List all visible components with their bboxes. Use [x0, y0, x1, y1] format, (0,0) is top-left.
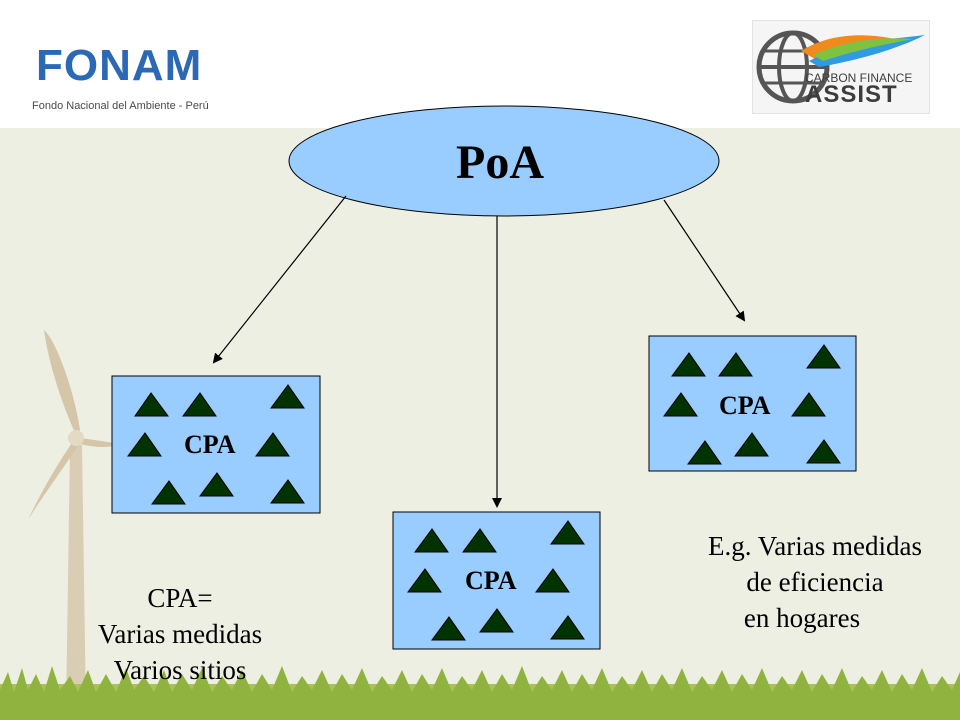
globe-icon	[756, 30, 925, 104]
fonam-logo-subtitle: Fondo Nacional del Ambiente - Perú	[32, 100, 209, 112]
poa-label: PoA	[456, 136, 544, 189]
note-right-line2: de eficiencia	[746, 567, 884, 597]
cfa-logo-line1: CARBON FINANCE	[805, 71, 913, 85]
note-left-line3: Varios sitios	[113, 655, 247, 685]
site-triangle	[270, 479, 305, 504]
site-triangle	[151, 480, 186, 505]
note-right-line1: E.g. Varias medidas	[708, 531, 922, 561]
site-triangle	[535, 568, 570, 593]
arrow-to-right-cpa	[663, 199, 746, 322]
note-left-line1: CPA=	[147, 583, 213, 613]
site-triangle	[270, 384, 305, 409]
site-triangle	[687, 440, 722, 465]
site-triangle	[407, 568, 442, 593]
site-triangle	[127, 432, 162, 457]
cpa-label-left: CPA	[184, 430, 236, 459]
cfa-logo-line2: ASSIST	[805, 81, 898, 108]
cpa-label-right: CPA	[719, 391, 771, 420]
site-triangle	[199, 472, 234, 497]
site-triangle	[734, 432, 769, 457]
note-left-line2: Varias medidas	[97, 619, 263, 649]
site-triangle	[182, 392, 217, 417]
poa-ellipse	[288, 105, 720, 217]
note-left: CPA= Varias medidas Varios sitios	[60, 580, 300, 688]
carbon-finance-assist-logo: CARBON FINANCE ASSIST	[752, 20, 930, 114]
site-triangle	[663, 392, 698, 417]
site-triangle	[806, 439, 841, 464]
site-triangle	[255, 432, 290, 457]
wind-turbine	[28, 330, 120, 712]
arrow-to-left-cpa	[212, 195, 347, 364]
cpa-label-center: CPA	[465, 566, 517, 595]
site-triangle	[671, 352, 706, 377]
site-triangle	[414, 528, 449, 553]
site-triangle	[718, 352, 753, 377]
site-triangle	[134, 392, 169, 417]
site-triangle	[550, 615, 585, 640]
site-triangle	[791, 392, 826, 417]
note-right: E.g. Varias medidas de eficiencia en hog…	[680, 528, 950, 636]
site-triangle	[431, 616, 466, 641]
site-triangle	[462, 528, 497, 553]
site-triangle	[550, 520, 585, 545]
site-triangle	[479, 608, 514, 633]
fonam-logo-word: FONAM	[36, 41, 203, 90]
note-right-line3: en hogares	[743, 603, 861, 633]
grass-strip	[0, 666, 960, 720]
site-triangle	[806, 344, 841, 369]
fonam-logo: FONAM Fondo Nacional del Ambiente - Perú	[28, 14, 218, 114]
